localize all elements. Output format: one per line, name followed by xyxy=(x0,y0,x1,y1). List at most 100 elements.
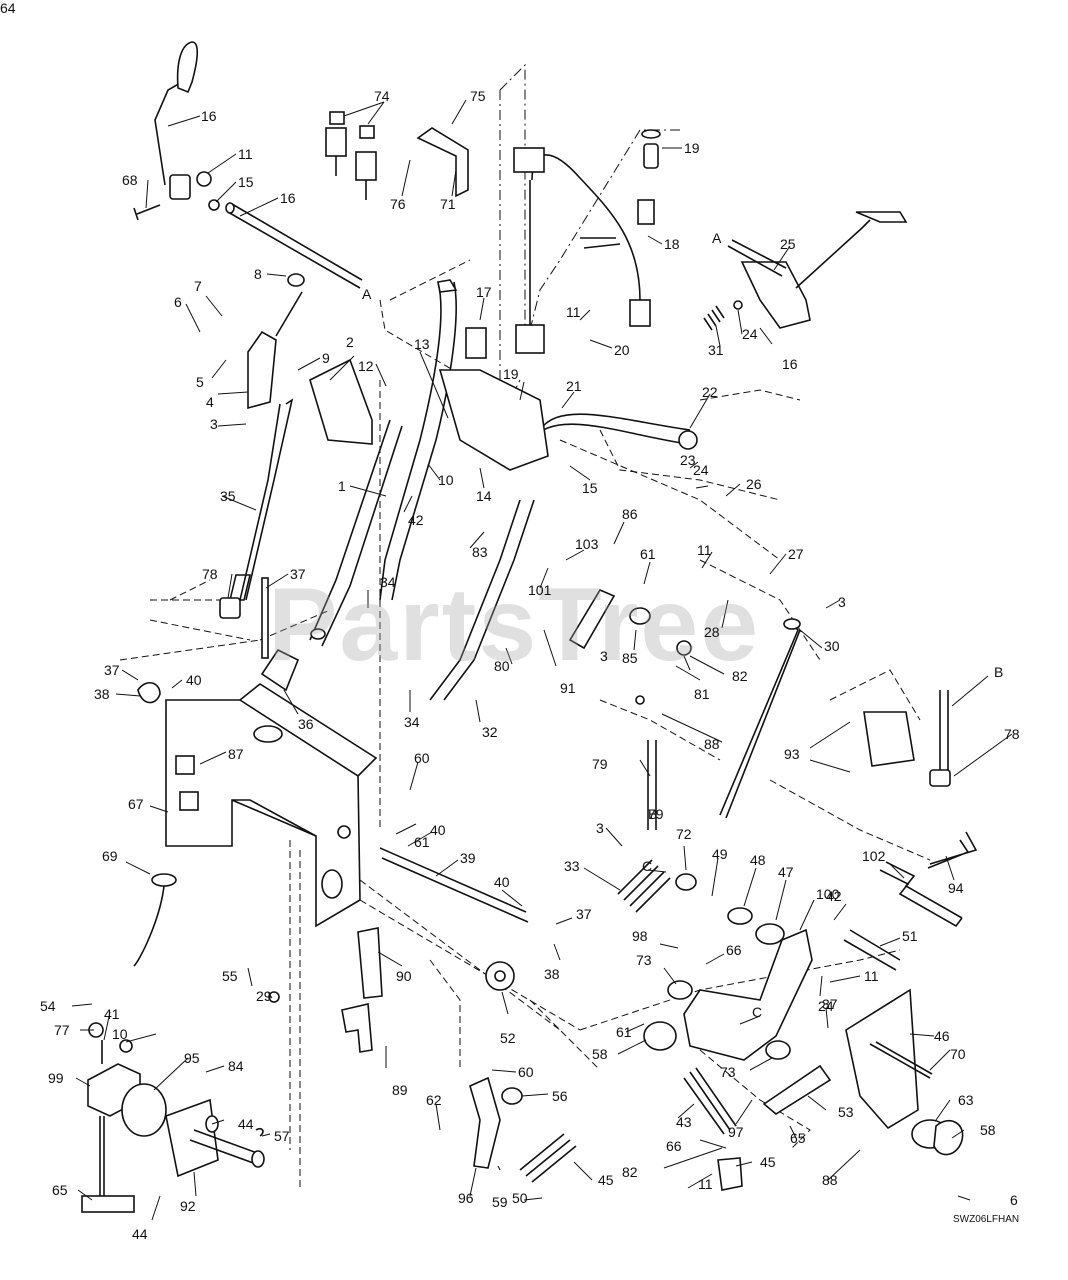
callout-label: 48 xyxy=(750,852,766,868)
callout-label: 20 xyxy=(614,342,630,358)
callout-label: 100 xyxy=(816,886,840,902)
callout-label: 45 xyxy=(598,1172,614,1188)
callout-label: 1 xyxy=(338,478,346,494)
callout-label: 40 xyxy=(430,822,446,838)
callout-label: 11 xyxy=(238,146,253,162)
callout-label: 51 xyxy=(902,928,918,944)
callout-label: 88 xyxy=(822,1172,838,1188)
callout-label: 73 xyxy=(720,1064,736,1080)
callout-label: 74 xyxy=(374,88,390,104)
callout-label: 83 xyxy=(472,544,488,560)
callout-label: 44 xyxy=(132,1226,148,1242)
callout-label: 61 xyxy=(414,834,430,850)
callout-label: 80 xyxy=(494,658,510,674)
callout-label: 82 xyxy=(732,668,748,684)
callout-label: 79 xyxy=(592,756,608,772)
callout-label: 11 xyxy=(697,542,712,558)
callout-label: 43 xyxy=(676,1114,692,1130)
callout-label: 59 xyxy=(492,1194,508,1210)
callout-label: 29 xyxy=(256,988,272,1004)
callout-label: 14 xyxy=(476,488,492,504)
callout-label: 96 xyxy=(458,1190,474,1206)
callout-label: 49 xyxy=(712,846,728,862)
callout-label: 91 xyxy=(560,680,576,696)
callout-label: 94 xyxy=(948,880,964,896)
callout-label: 68 xyxy=(122,172,138,188)
callout-label: 44 xyxy=(238,1116,254,1132)
callout-label: 103 xyxy=(575,536,599,552)
callout-label: 36 xyxy=(298,716,314,732)
callout-label: 87 xyxy=(228,746,244,762)
callout-label: 5 xyxy=(196,374,204,390)
callout-label: 40 xyxy=(494,874,510,890)
callout-label: 11 xyxy=(566,304,581,320)
callout-label: 50 xyxy=(512,1190,528,1206)
callout-label: 6 xyxy=(1010,1192,1018,1208)
callout-label: 37 xyxy=(576,906,592,922)
callout-label: 13 xyxy=(414,336,430,352)
callout-label: 70 xyxy=(950,1046,966,1062)
callout-label: 40 xyxy=(186,672,202,688)
callout-label: 101 xyxy=(528,582,552,598)
callout-label: 45 xyxy=(760,1154,776,1170)
callout-label: 71 xyxy=(440,196,456,212)
callout-label: 73 xyxy=(636,952,652,968)
callout-label: 34 xyxy=(404,714,420,730)
drawing-code: SWZ06LFHAN xyxy=(953,1214,1020,1225)
callout-label: 58 xyxy=(592,1046,608,1062)
callout-label: 37 xyxy=(290,566,306,582)
callout-label: 65 xyxy=(790,1130,806,1146)
callout-label: 39 xyxy=(460,850,476,866)
callout-label: 3 xyxy=(838,594,846,610)
callout-label: 61 xyxy=(640,546,656,562)
callout-label: C xyxy=(752,1004,763,1020)
callout-label: 9 xyxy=(322,350,330,366)
callout-label: 21 xyxy=(566,378,582,394)
callout-label: 69 xyxy=(102,848,118,864)
callout-label: 37 xyxy=(104,662,120,678)
callout-label: 42 xyxy=(826,888,842,904)
callout-label: C xyxy=(642,858,653,874)
callout-label: 66 xyxy=(666,1138,682,1154)
callout-label: 31 xyxy=(708,342,724,358)
callout-label: 92 xyxy=(180,1198,196,1214)
callout-label: 90 xyxy=(396,968,412,984)
callout-label: 38 xyxy=(94,686,110,702)
callout-label: 10 xyxy=(438,472,454,488)
callout-label: 24 xyxy=(742,326,758,342)
watermark: PartsTree xyxy=(268,567,761,683)
callout-label: 23 xyxy=(680,452,696,468)
callout-label: B xyxy=(994,664,1004,680)
callout-label: 76 xyxy=(390,196,406,212)
callout-label: 85 xyxy=(622,650,638,666)
callout-label: 77 xyxy=(54,1022,70,1038)
callout-label: 3 xyxy=(596,820,604,836)
callout-label: 52 xyxy=(500,1030,516,1046)
callout-label: 18 xyxy=(664,236,680,252)
callout-label: 82 xyxy=(622,1164,638,1180)
callout-label: 60 xyxy=(414,750,430,766)
callout-label: B xyxy=(648,806,658,822)
leader-lines xyxy=(71,99,1013,1221)
callout-label: 6 xyxy=(174,294,182,310)
callout-label: 16 xyxy=(782,356,798,372)
callout-label: 24 xyxy=(818,998,834,1014)
callout-label: 84 xyxy=(228,1058,244,1074)
callout-label: 11 xyxy=(698,1176,713,1192)
callout-label: 72 xyxy=(676,826,692,842)
callout-label: 19 xyxy=(684,140,700,156)
callout-label: 7 xyxy=(194,278,202,294)
callout-label: 4 xyxy=(206,394,214,410)
callout-label: 46 xyxy=(934,1028,950,1044)
callout-label: 22 xyxy=(702,384,718,400)
callout-label: 32 xyxy=(482,724,498,740)
callout-label: 26 xyxy=(746,476,762,492)
callout-label: 78 xyxy=(1004,726,1020,742)
callout-label: 102 xyxy=(862,848,886,864)
callout-label: 63 xyxy=(958,1092,974,1108)
callout-label: 11 xyxy=(864,968,879,984)
callout-label: 58 xyxy=(980,1122,996,1138)
callout-label: 88 xyxy=(704,736,720,752)
callout-label: 3 xyxy=(600,648,608,664)
